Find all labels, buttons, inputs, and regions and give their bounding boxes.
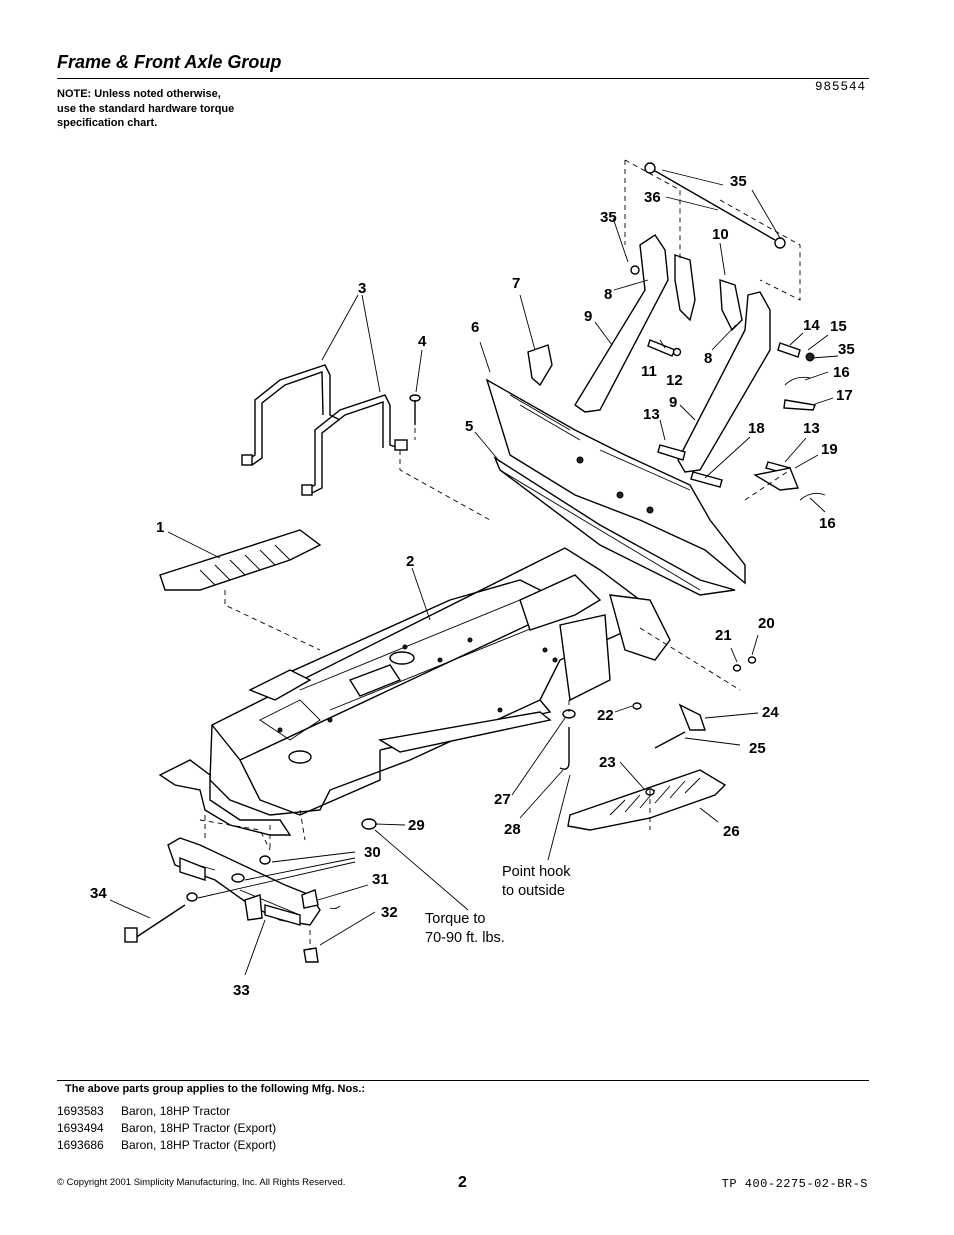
model-description: Baron, 18HP Tractor (Export) [121, 1121, 277, 1135]
callout-20: 20 [758, 615, 775, 632]
callout-31: 31 [372, 871, 389, 888]
main-frame-drawing [158, 547, 671, 836]
callout-18: 18 [748, 420, 765, 437]
torque-note: NOTE: Unless noted otherwise,use the sta… [57, 88, 235, 129]
diagram-annotations: Point hook to outside Torque to 70-90 ft… [425, 864, 571, 946]
page-number: 2 [458, 1174, 467, 1191]
callout-36: 36 [644, 189, 661, 206]
callout-9b: 9 [669, 394, 677, 411]
hook-note-line-2: to outside [502, 883, 565, 899]
model-row: 1693686 Baron, 18HP Tractor (Export) [57, 1137, 276, 1154]
callout-28: 28 [504, 821, 521, 838]
callout-16a: 16 [833, 364, 850, 381]
callout-4: 4 [418, 333, 427, 350]
callout-27: 27 [494, 791, 511, 808]
callout-1: 1 [156, 519, 164, 536]
callout-8a: 8 [604, 286, 612, 303]
callout-24: 24 [762, 704, 779, 721]
model-number: 1693494 [57, 1121, 104, 1135]
right-footrest-drawing [567, 627, 757, 831]
model-number: 1693686 [57, 1138, 104, 1152]
hook-note-line-1: Point hook [502, 864, 571, 880]
callout-11: 11 [641, 363, 657, 380]
callout-35a: 35 [730, 173, 747, 190]
callout-25: 25 [749, 740, 766, 757]
callout-13a: 13 [643, 406, 660, 423]
callout-34: 34 [90, 885, 107, 902]
callout-3: 3 [358, 280, 366, 297]
left-footrest-drawing [159, 529, 322, 651]
callout-17: 17 [836, 387, 853, 404]
callout-15: 15 [830, 318, 847, 335]
hood-brackets-drawing [574, 159, 815, 473]
applies-heading: The above parts group applies to the fol… [65, 1083, 366, 1095]
callout-30: 30 [364, 844, 381, 861]
header-rule [57, 78, 869, 79]
callout-labels: 1 2 3 4 5 6 7 8 8 9 9 10 11 12 13 13 14 … [90, 173, 855, 999]
callout-6: 6 [471, 319, 479, 336]
model-list: 1693583 Baron, 18HP Tractor 1693494 Baro… [57, 1103, 276, 1154]
callout-10: 10 [712, 226, 729, 243]
callout-9a: 9 [584, 308, 592, 325]
callout-21: 21 [715, 627, 732, 644]
callout-32: 32 [381, 904, 398, 921]
hood-panels-drawing [485, 378, 746, 596]
callout-5: 5 [465, 418, 473, 435]
callout-35b: 35 [600, 209, 617, 226]
model-number: 1693583 [57, 1104, 104, 1118]
model-row: 1693494 Baron, 18HP Tractor (Export) [57, 1120, 276, 1137]
callout-2: 2 [406, 553, 414, 570]
page-title: Frame & Front Axle Group [57, 52, 282, 72]
leader-lines [109, 169, 839, 976]
callout-23: 23 [599, 754, 616, 771]
callout-35c: 35 [838, 341, 855, 358]
upper-hardware-drawing [527, 339, 826, 501]
front-axle-drawing [124, 809, 377, 963]
callout-22: 22 [597, 707, 614, 724]
callout-8b: 8 [704, 350, 712, 367]
callout-19: 19 [821, 441, 838, 458]
bolt-4-drawing [409, 394, 421, 440]
callout-7: 7 [512, 275, 520, 292]
model-description: Baron, 18HP Tractor (Export) [121, 1138, 277, 1152]
hook-and-nut-drawing [559, 700, 576, 770]
copyright: © Copyright 2001 Simplicity Manufacturin… [57, 1177, 346, 1188]
footer-rule [57, 1080, 869, 1081]
figure-number: 985544 [814, 80, 866, 94]
callout-12: 12 [666, 372, 683, 389]
callout-26: 26 [723, 823, 740, 840]
seat-supports-drawing [241, 364, 491, 521]
callout-16b: 16 [819, 515, 836, 532]
callout-13b: 13 [803, 420, 820, 437]
model-row: 1693583 Baron, 18HP Tractor [57, 1103, 276, 1120]
callout-33: 33 [233, 982, 250, 999]
callout-14: 14 [803, 317, 820, 334]
callout-29: 29 [408, 817, 425, 834]
model-description: Baron, 18HP Tractor [121, 1104, 231, 1118]
torque-note-line-2: 70-90 ft. lbs. [425, 930, 505, 946]
torque-note-line-1: Torque to [425, 911, 485, 927]
doc-code: TP 400-2275-02-BR-S [721, 1177, 868, 1191]
